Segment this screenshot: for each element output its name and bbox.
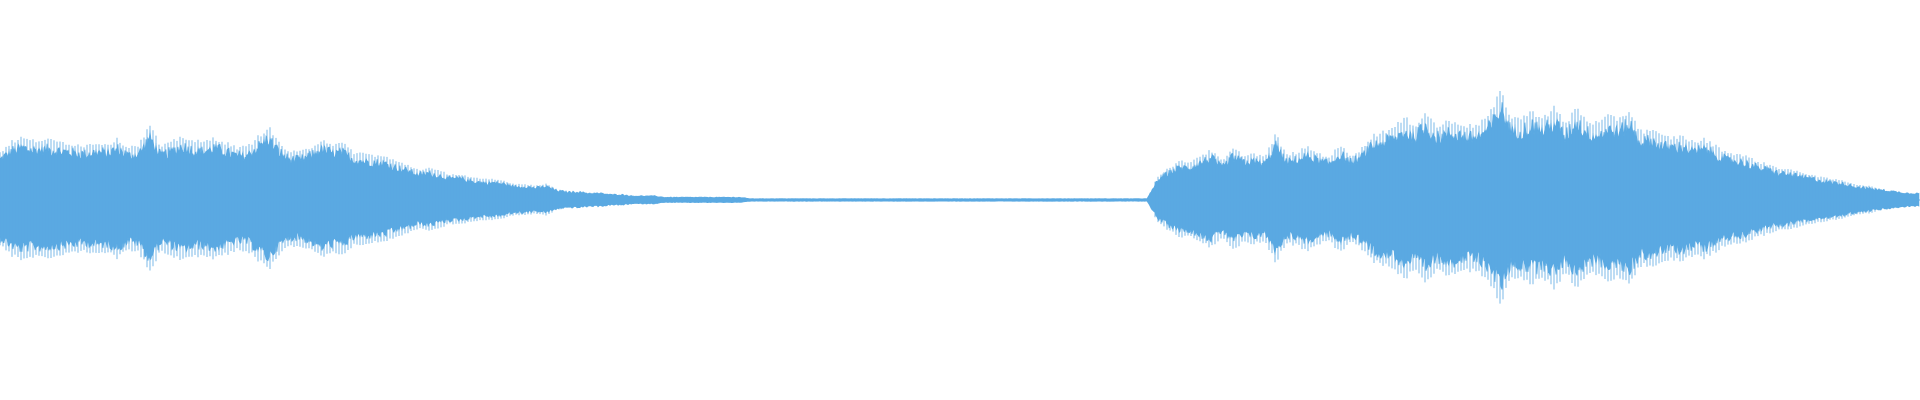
waveform-group xyxy=(0,91,1920,304)
waveform-fill xyxy=(0,102,1920,290)
